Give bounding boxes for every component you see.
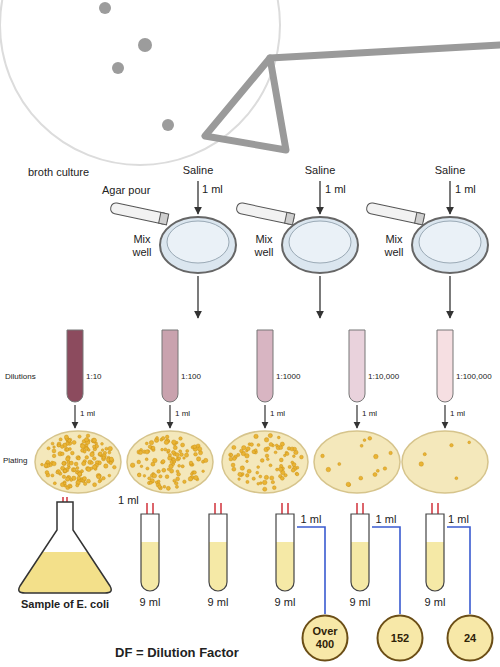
step-label: broth culture [28,166,89,179]
step-label: Agar pour [102,184,150,197]
volume-label: 9 ml [271,596,299,609]
dilution-tube: 9 ml [204,512,232,609]
step-label: Saline [183,164,214,177]
tube-outline [423,512,447,594]
tube-outline [206,512,230,594]
step-label: Mix well [378,233,410,258]
step-label: Plating [3,456,27,465]
colony-count: Over 400 [301,614,349,662]
volume-label: 9 ml [136,596,164,609]
dilution-tubes [67,330,453,402]
dilution-label: 1:100,000 [456,372,492,381]
count-value: 24 [464,632,476,645]
step-label: 1 ml [118,494,139,507]
transfer-line [372,527,400,614]
step-label: Mix well [248,233,280,258]
step-label: Saline [305,164,336,177]
culture-plates [35,431,488,493]
dilution-tube: 9 ml [271,512,299,609]
colonies [41,433,471,491]
count-value: Over 400 [306,625,344,650]
plating-arrows [75,405,445,428]
volume-label: 9 ml [204,596,232,609]
step-label: 1 ml [450,409,465,418]
dilution-tube: 9 ml [346,512,374,609]
flask-outline [15,500,115,595]
volume-label: Sample of E. coli [13,598,117,611]
dilution-label: 1:100 [181,372,201,381]
tube-outline [273,512,297,594]
transfer-line [297,527,325,614]
tube-outline [348,512,372,594]
dilution-label: 1:10 [86,372,102,381]
volume-label: 1 ml [375,513,398,525]
dilution-label: Dilutions [5,372,36,381]
count-value: 152 [391,632,409,645]
tube-outline [138,512,162,594]
sample-flask: Sample of E. coli [13,500,117,611]
colony-count: 152 [376,614,424,662]
step-label: 1 ml [362,409,377,418]
step-label: Saline [435,164,466,177]
step-label: 1 ml [175,409,190,418]
volume-label: 1 ml [300,513,323,525]
step-label: Mix well [126,233,158,258]
step-label: 1 ml [202,183,223,196]
spreader [205,45,500,150]
agar-tubes [110,202,425,225]
petri-dishes [160,217,488,273]
volume-label: 1 ml [447,513,470,525]
volume-label: 9 ml [346,596,374,609]
dilution-label: 1:10,000 [368,372,399,381]
colony-count: 24 [446,614,494,662]
dilution-tube: 9 ml [136,512,164,609]
transfer-line [447,527,470,614]
dilution-tube: 9 ml [421,512,449,609]
saline-arrows [198,181,450,214]
step-label: 1 ml [270,409,285,418]
pipettes [63,497,438,588]
dish-arrows [198,276,450,318]
volume-label: 9 ml [421,596,449,609]
step-label: 1 ml [80,409,95,418]
step-label: 1 ml [325,183,346,196]
step-label: 1 ml [455,183,476,196]
note: DF = Dilution Factor [115,646,239,661]
dilution-label: 1:1000 [276,372,300,381]
